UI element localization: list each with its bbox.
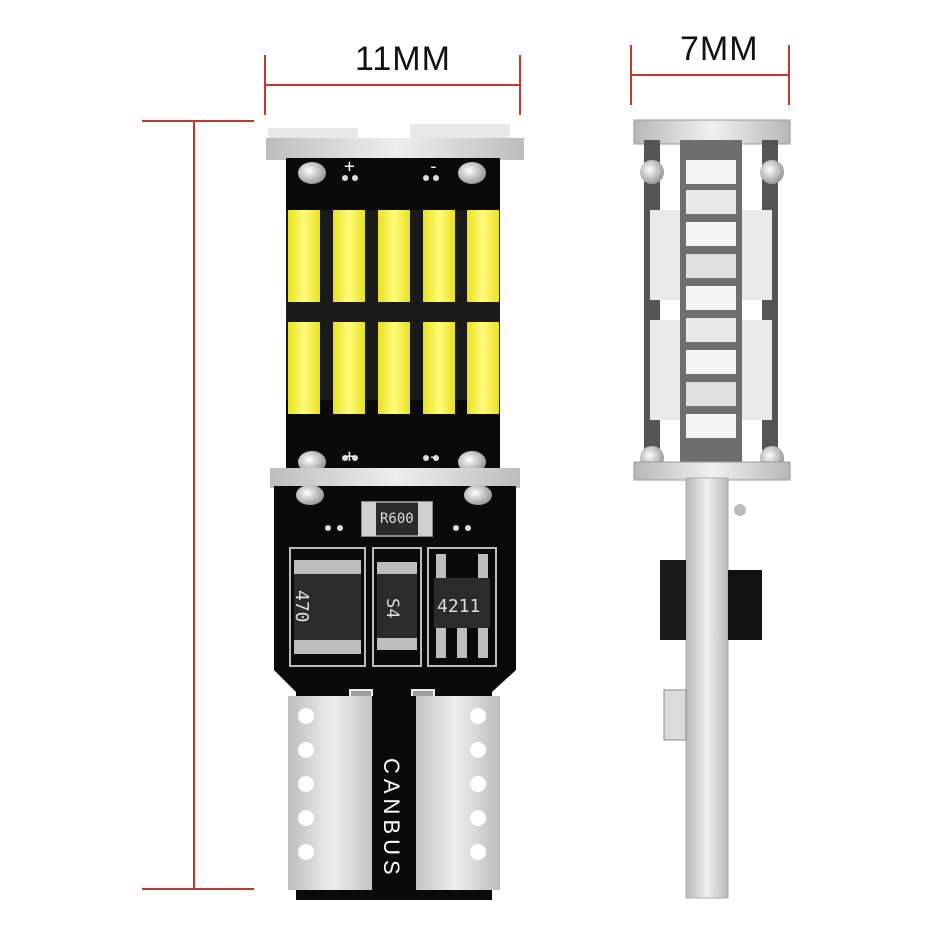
depth-dim-line xyxy=(630,74,790,76)
pad-mark-top-plus: + xyxy=(344,156,355,177)
canbus-label: CANBUS xyxy=(379,758,404,880)
pad-mark-top-minus: - xyxy=(428,156,439,177)
side-body xyxy=(633,119,791,899)
chip-code-470: 470 xyxy=(291,590,312,623)
bulb-side-view xyxy=(633,119,791,899)
pad-mark-bottom-minus: - xyxy=(428,446,439,467)
height-dim-bottom-tick xyxy=(142,888,254,890)
depth-dim-label: 7MM xyxy=(680,30,759,68)
height-dim-line xyxy=(193,120,195,890)
led-board xyxy=(286,158,500,478)
resistor-code: R600 xyxy=(380,511,414,527)
chip-code-s4: S4 xyxy=(382,598,402,619)
wedge-base xyxy=(288,696,500,900)
pad-mark-bottom-plus: + xyxy=(344,446,355,467)
bulb-front-view xyxy=(266,124,524,900)
led-chip-array xyxy=(288,210,499,414)
width-dim-label: 11MM xyxy=(355,40,451,78)
middle-metal-band xyxy=(270,468,520,488)
width-dim-line xyxy=(264,84,521,86)
top-metal-cap xyxy=(266,124,524,160)
height-dim-top-tick xyxy=(142,120,254,122)
chip-code-4211: 4211 xyxy=(437,596,481,617)
